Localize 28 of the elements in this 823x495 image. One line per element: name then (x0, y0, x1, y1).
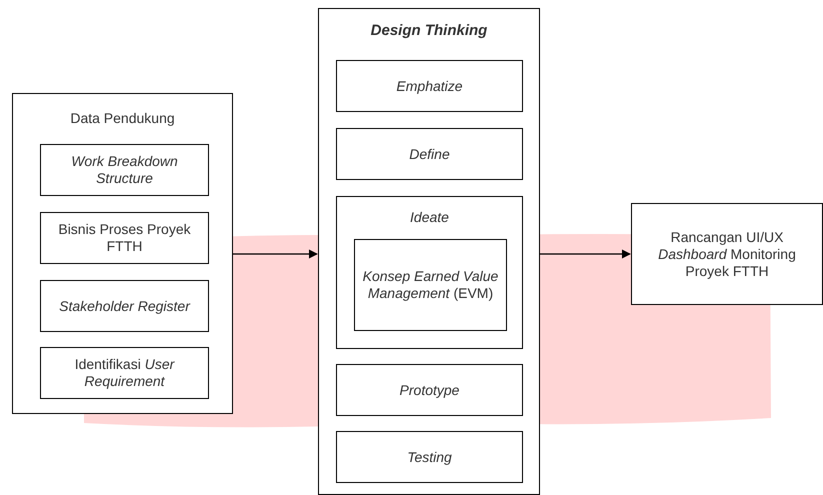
process-box (354, 239, 507, 331)
arrow (233, 250, 318, 258)
process-box (40, 212, 209, 264)
process-box (336, 364, 523, 416)
process-box (336, 128, 523, 180)
box-label: Define (408, 146, 451, 162)
group-box (336, 196, 523, 349)
box-label: Testing (406, 448, 453, 466)
process-box (40, 280, 209, 332)
arrow (540, 250, 631, 258)
group-box (12, 93, 233, 414)
process-box (40, 347, 209, 399)
box-label: Work Breakdown Structure (70, 153, 179, 187)
group-title: Data Pendukung (69, 110, 176, 127)
group-title: Ideate (409, 209, 450, 226)
process-box (336, 60, 523, 112)
process-box (40, 144, 209, 196)
box-label: Bisnis Proses Proyek FTTH (57, 221, 192, 255)
box-label: Rancangan UI/UX Dashboard Monitoring Proyek FTTH (657, 228, 797, 280)
box-label: Identifikasi User Requirement (74, 356, 176, 390)
group-box (318, 8, 540, 495)
group-title: Design Thinking (370, 22, 488, 39)
box-label: Konsep Earned Value Management (EVM) (362, 268, 500, 302)
box-label: Prototype (398, 382, 460, 398)
process-box (631, 203, 823, 305)
box-label: Stakeholder Register (58, 298, 192, 314)
box-label: Emphatize (395, 78, 464, 94)
process-box (336, 431, 523, 483)
